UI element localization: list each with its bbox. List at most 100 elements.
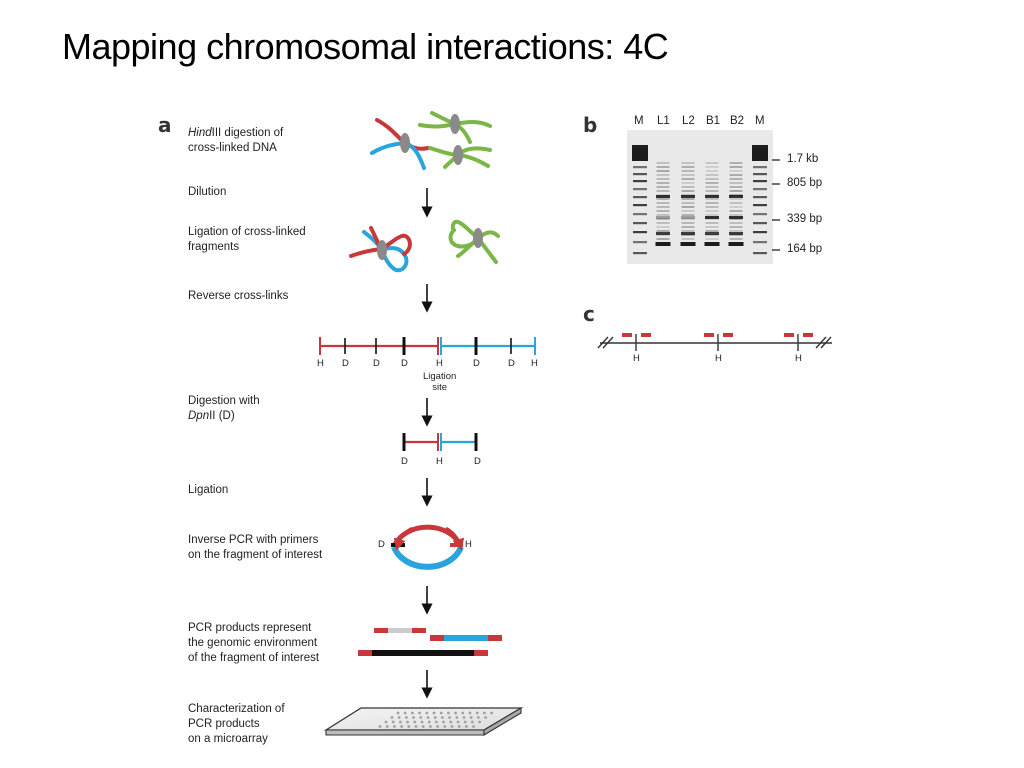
microarray-spot: [478, 721, 481, 724]
gel-band: [706, 230, 719, 232]
microarray-spot: [406, 721, 409, 724]
microarray-spot: [418, 712, 421, 715]
gel-band: [657, 198, 670, 200]
gel-band: [753, 241, 767, 243]
gel-band: [753, 231, 767, 233]
gel-band: [730, 166, 743, 168]
microarray-spot: [425, 712, 428, 715]
microarray-spot: [484, 716, 487, 719]
microarray-spot: [457, 721, 460, 724]
gel-band: [706, 226, 719, 228]
gel-band: [657, 230, 670, 232]
microarray-spot: [440, 712, 443, 715]
microarray-spot: [434, 716, 437, 719]
gel-band: [682, 186, 695, 188]
gel-band: [705, 242, 720, 246]
microarray-spot: [415, 725, 418, 728]
panel-c-map: [598, 333, 832, 351]
gel-band: [682, 202, 695, 204]
gel-band: [657, 226, 670, 228]
microarray-spot: [454, 712, 457, 715]
gel-band: [682, 198, 695, 200]
microarray-spot: [405, 716, 408, 719]
gel-band: [682, 238, 695, 240]
gel-band: [753, 188, 767, 190]
gel-band: [730, 210, 743, 212]
microarray-spot: [412, 716, 415, 719]
gel-band: [657, 214, 670, 216]
gel-band: [656, 195, 670, 198]
gel-band: [705, 232, 719, 235]
gel-band: [730, 182, 743, 184]
gel-band: [633, 213, 647, 215]
gel-band: [706, 210, 719, 212]
gel-band: [752, 145, 768, 161]
microarray-spot: [391, 716, 394, 719]
microarray-spot: [428, 721, 431, 724]
gel-band: [753, 204, 767, 206]
gel-band: [657, 222, 670, 224]
gel-band: [706, 206, 719, 208]
gel-band: [753, 180, 767, 182]
gel-band: [657, 174, 670, 176]
gel-band: [706, 222, 719, 224]
gel-band: [706, 202, 719, 204]
microarray-spot: [469, 712, 472, 715]
gel-band: [656, 242, 671, 246]
pcr-products-illustration: [358, 628, 502, 656]
microarray-spot: [397, 712, 400, 715]
microarray-spot: [435, 721, 438, 724]
gel-band: [730, 206, 743, 208]
gel-band: [706, 174, 719, 176]
gel-band: [682, 166, 695, 168]
microarray-spot: [419, 716, 422, 719]
circularized-fragment-illustration: [391, 527, 463, 567]
gel-band: [656, 216, 670, 219]
gel-band: [682, 226, 695, 228]
microarray-spot: [413, 721, 416, 724]
microarray-spot: [451, 725, 454, 728]
gel-band: [657, 202, 670, 204]
gel-band: [682, 222, 695, 224]
gel-band: [681, 232, 695, 235]
gel-band: [753, 196, 767, 198]
gel-band: [657, 238, 670, 240]
crosslinked-dna-illustration: [372, 113, 490, 168]
gel-band: [729, 232, 743, 235]
gel-band: [706, 198, 719, 200]
gel-band: [682, 170, 695, 172]
gel-band: [706, 166, 719, 168]
gel-band: [706, 170, 719, 172]
microarray-spot: [399, 721, 402, 724]
gel-band: [633, 173, 647, 175]
microarray-spot: [465, 725, 468, 728]
microarray-spot: [464, 721, 467, 724]
microarray-spot: [385, 721, 388, 724]
microarray-spot: [458, 725, 461, 728]
microarray-spot: [483, 712, 486, 715]
microarray-spot: [470, 716, 473, 719]
gel-band: [633, 222, 647, 224]
gel-band: [657, 206, 670, 208]
microarray-spot: [433, 712, 436, 715]
gel-band: [730, 222, 743, 224]
microarray-spot: [476, 712, 479, 715]
gel-band: [706, 214, 719, 216]
microarray-spot: [392, 721, 395, 724]
gel-band: [682, 162, 695, 164]
microarray-spot: [443, 725, 446, 728]
gel-band: [682, 190, 695, 192]
gel-band: [657, 162, 670, 164]
gel-band: [682, 214, 695, 216]
gel-image: [627, 130, 780, 264]
gel-band: [681, 216, 695, 219]
gel-band: [633, 231, 647, 233]
microarray-spot: [411, 712, 414, 715]
gel-band: [657, 170, 670, 172]
gel-band: [682, 230, 695, 232]
gel-band: [730, 198, 743, 200]
microarray-spot: [393, 725, 396, 728]
microarray-spot: [436, 725, 439, 728]
gel-band: [730, 202, 743, 204]
microarray-spot: [455, 716, 458, 719]
